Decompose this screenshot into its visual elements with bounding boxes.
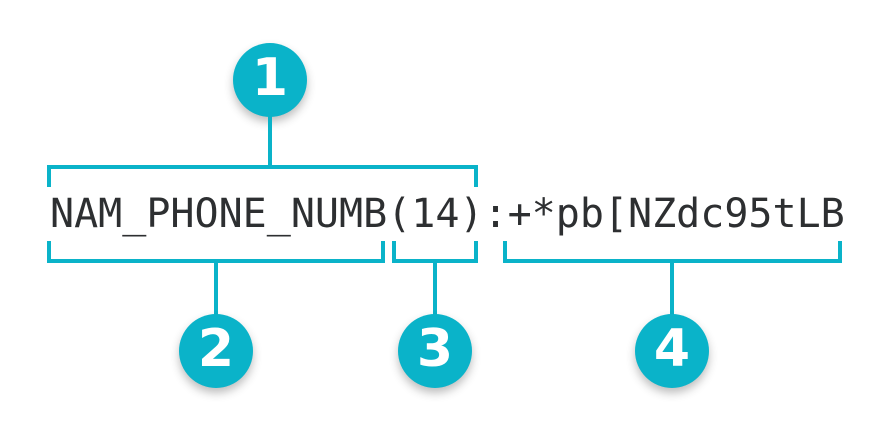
callout-number-1: 1 — [251, 48, 289, 108]
callout-marker-1: 1 — [233, 43, 307, 117]
callout-marker-4: 4 — [635, 314, 709, 388]
callout-number-4: 4 — [653, 319, 691, 379]
callout-2-connector-line — [214, 263, 218, 316]
callout-4-connector-line — [670, 263, 674, 316]
callout-number-3: 3 — [416, 319, 454, 379]
bracket-field-name — [47, 241, 385, 263]
code-masked-value: +*pb[NZdc95tLB — [507, 191, 845, 237]
bracket-length — [392, 241, 478, 263]
callout-marker-2: 2 — [179, 314, 253, 388]
code-string: NAM_PHONE_NUMB(14):+*pb[NZdc95tLB — [50, 186, 845, 242]
code-field-name: NAM_PHONE_NUMB — [50, 191, 388, 237]
code-length: (14) — [387, 191, 484, 237]
code-separator: : — [483, 191, 508, 237]
callout-number-2: 2 — [197, 319, 235, 379]
bracket-masked-value — [503, 241, 842, 263]
bracket-full-field-declaration — [47, 165, 478, 187]
callout-3-connector-line — [433, 263, 437, 316]
callout-1-connector-line — [268, 115, 272, 167]
callout-marker-3: 3 — [398, 314, 472, 388]
